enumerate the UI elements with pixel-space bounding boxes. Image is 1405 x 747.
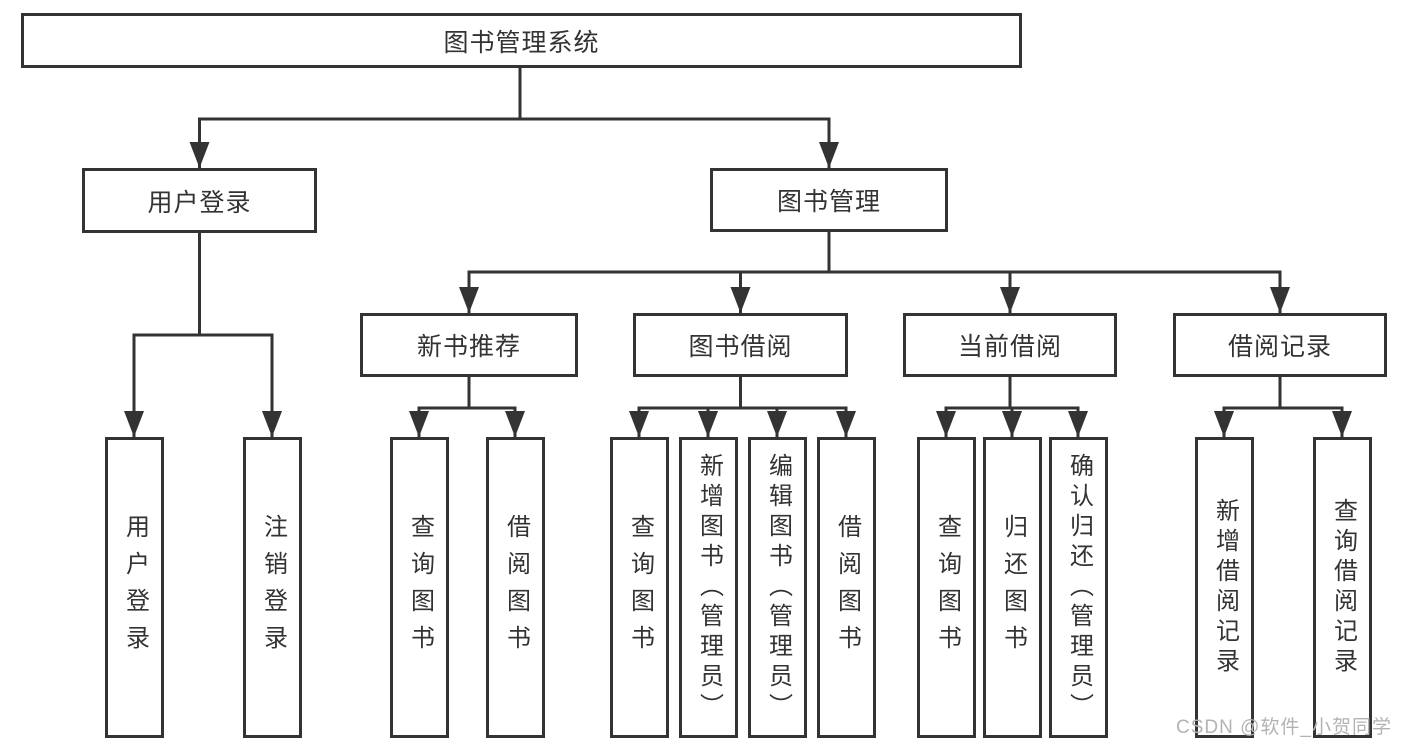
leaf-edit-books-admin: 编辑图书（管理员） [748, 437, 807, 738]
node-root: 图书管理系统 [21, 13, 1022, 68]
leaf-label: 归还图书 [999, 513, 1027, 662]
leaf-add-books-admin: 新增图书（管理员） [679, 437, 738, 738]
node-user-login: 用户登录 [82, 168, 317, 233]
leaf-logout-login: 注销登录 [243, 437, 302, 738]
node-label: 图书管理系统 [443, 28, 600, 57]
node-label: 借阅记录 [1227, 333, 1332, 361]
leaf-query-books-current: 查询图书 [917, 437, 976, 738]
leaf-user-login: 用户登录 [105, 437, 164, 738]
leaf-query-borrow-record: 查询借阅记录 [1313, 437, 1372, 738]
leaf-confirm-return-admin: 确认归还（管理员） [1049, 437, 1108, 738]
node-book-management: 图书管理 [710, 168, 948, 232]
leaf-label: 新增借阅记录 [1211, 497, 1239, 678]
leaf-label: 查询图书 [406, 513, 434, 662]
leaf-label: 编辑图书（管理员） [764, 452, 792, 723]
leaf-label: 注销登录 [259, 513, 287, 662]
leaf-borrow-books-newrec: 借阅图书 [486, 437, 545, 738]
node-new-book-recommendation: 新书推荐 [360, 313, 578, 377]
node-borrowing-records: 借阅记录 [1173, 313, 1387, 377]
node-label: 图书借阅 [688, 333, 793, 361]
leaf-return-books: 归还图书 [983, 437, 1042, 738]
node-current-borrowing: 当前借阅 [903, 313, 1117, 377]
leaf-label: 借阅图书 [502, 513, 530, 662]
leaf-label: 查询图书 [933, 513, 961, 662]
leaf-query-books-borrow: 查询图书 [610, 437, 669, 738]
leaf-borrow-books-borrow: 借阅图书 [817, 437, 876, 738]
leaf-label: 新增图书（管理员） [695, 452, 723, 723]
node-label: 当前借阅 [957, 333, 1062, 361]
node-label: 图书管理 [776, 188, 881, 216]
node-label: 新书推荐 [416, 333, 521, 361]
leaf-label: 借阅图书 [833, 513, 861, 662]
leaf-label: 用户登录 [121, 513, 149, 662]
leaf-add-borrow-record: 新增借阅记录 [1195, 437, 1254, 738]
leaf-label: 查询借阅记录 [1329, 497, 1357, 678]
node-label: 用户登录 [147, 188, 252, 217]
watermark: CSDN @软件_小贺同学 [1176, 717, 1392, 738]
leaf-label: 查询图书 [626, 513, 654, 662]
node-book-borrowing: 图书借阅 [633, 313, 848, 377]
leaf-label: 确认归还（管理员） [1065, 452, 1093, 723]
leaf-query-books-newrec: 查询图书 [390, 437, 449, 738]
